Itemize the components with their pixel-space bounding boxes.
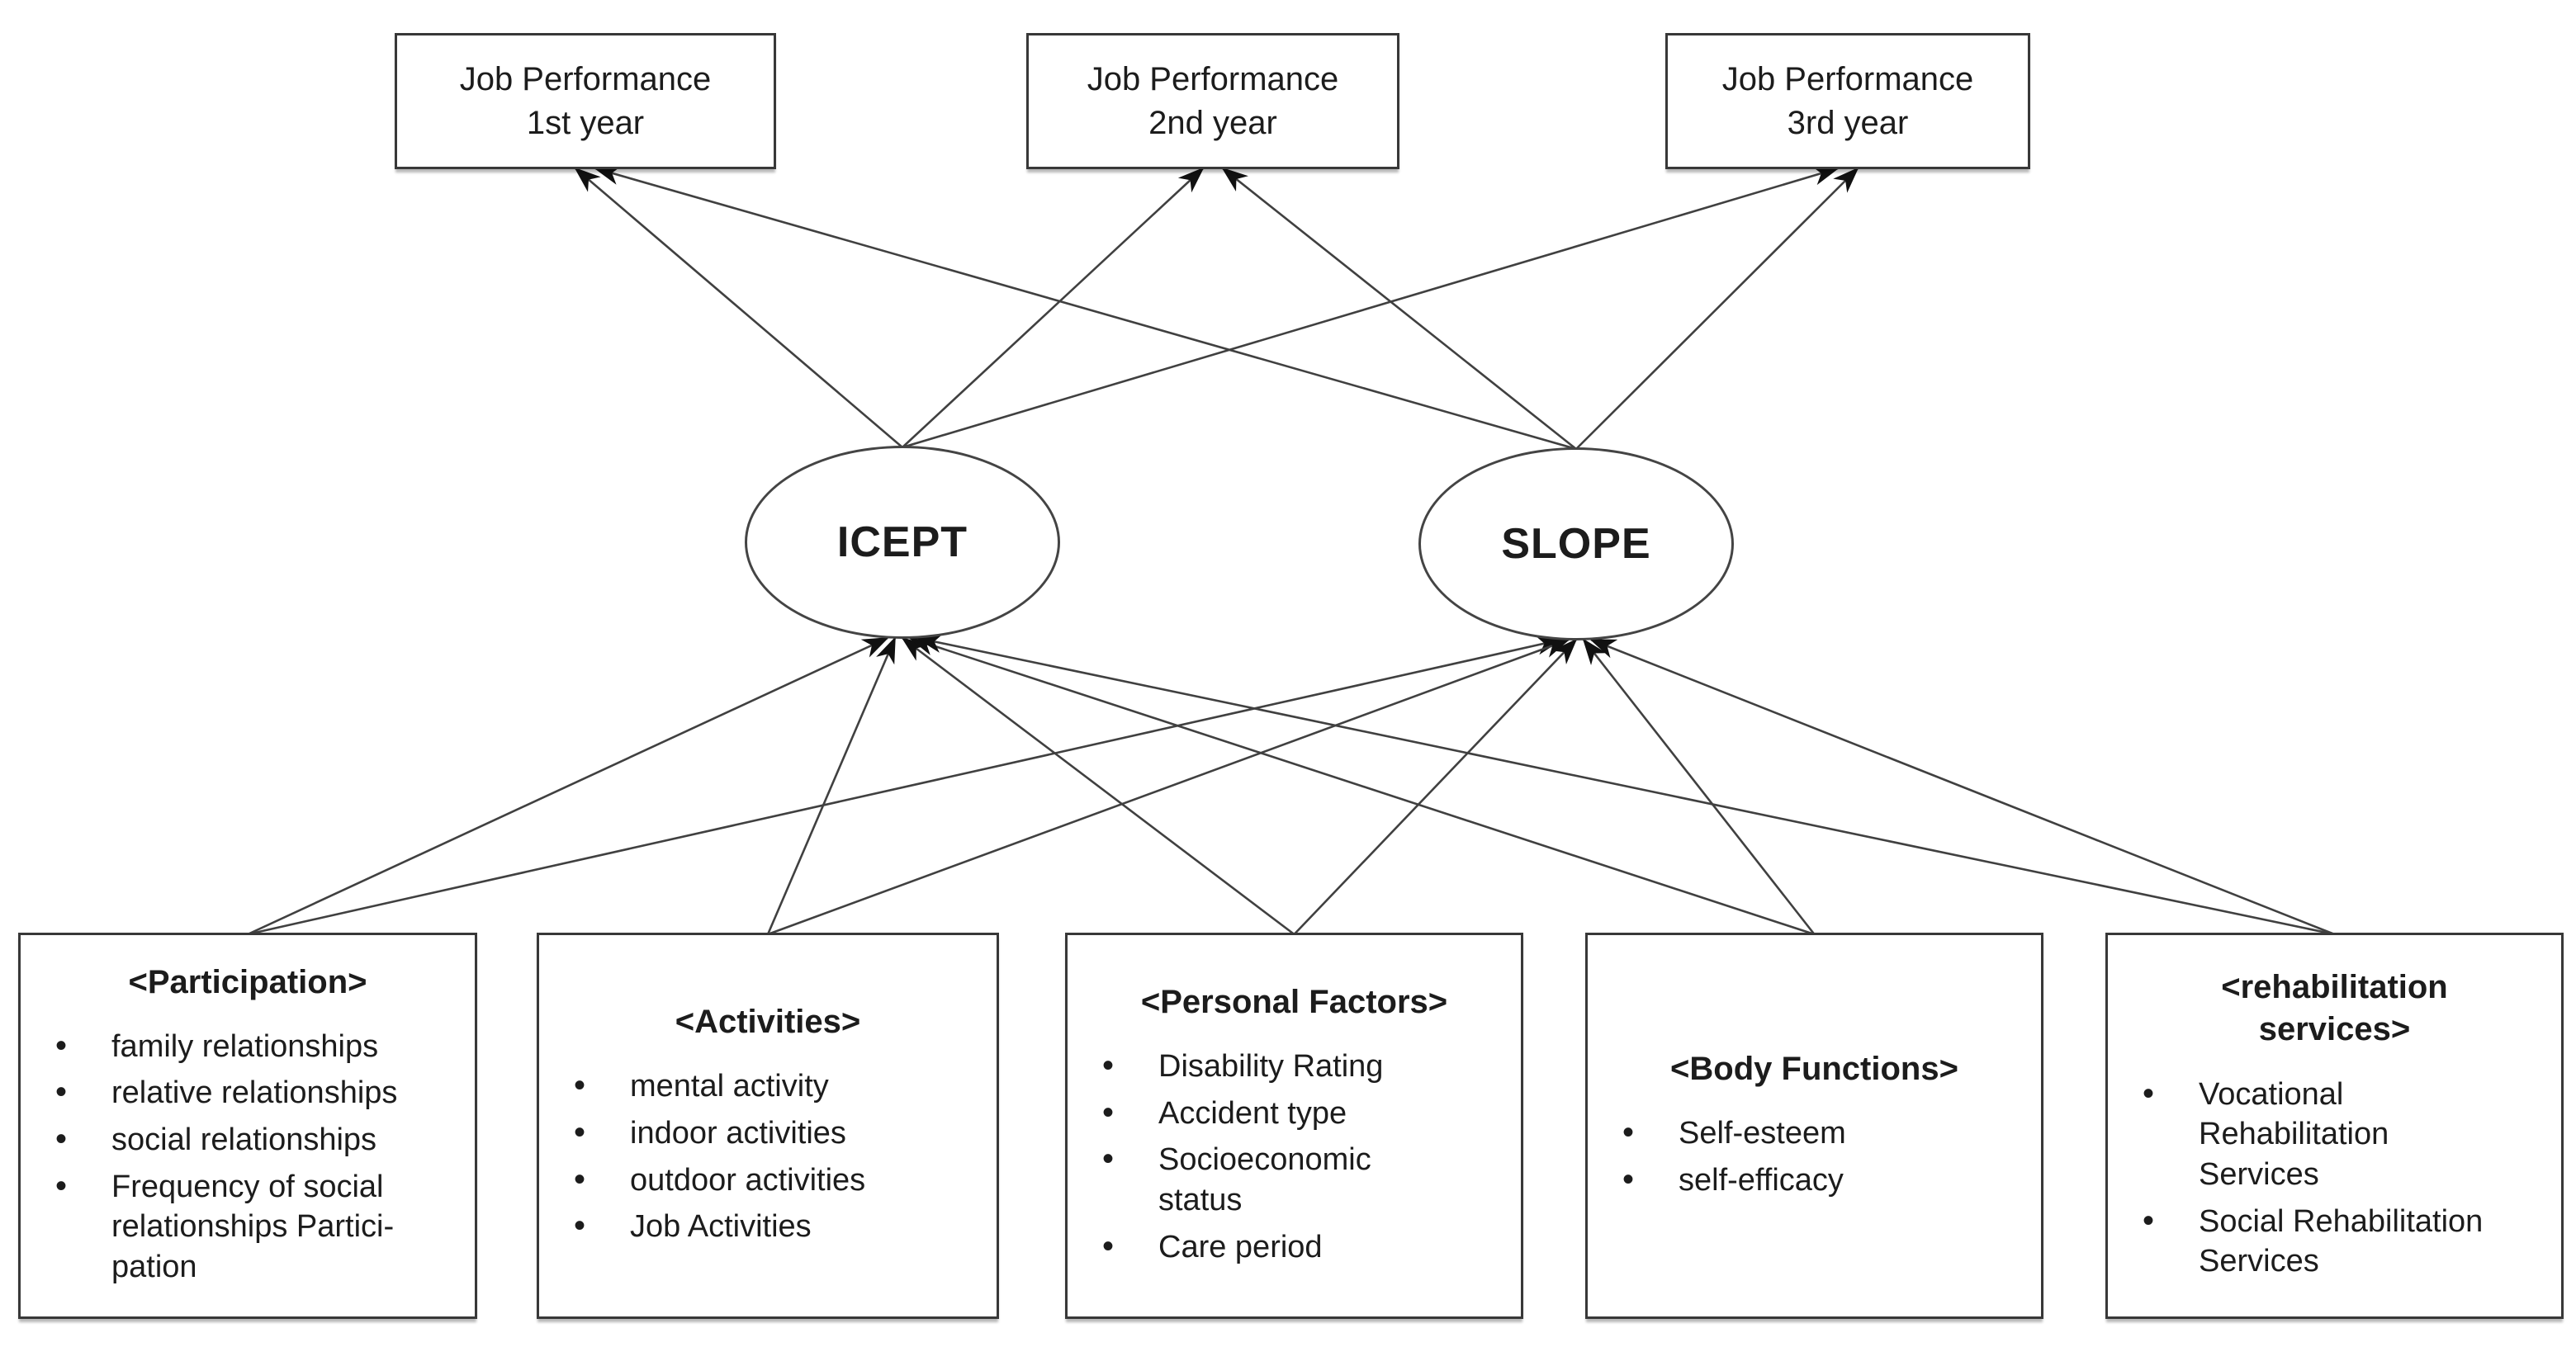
path-arrow bbox=[916, 633, 2335, 936]
list-item: mental activity bbox=[557, 1065, 978, 1107]
predictor-box-rehabilitation-services: <rehabilitation services> Vocational Reh… bbox=[2105, 933, 2564, 1319]
list-item: social relationships bbox=[39, 1118, 457, 1160]
observed-box-label: Job Performance 3rd year bbox=[1721, 60, 1974, 141]
predictor-box-title: <Participation> bbox=[128, 963, 367, 1000]
observed-box-job-performance-3rd-year: Job Performance 3rd year bbox=[1665, 33, 2030, 169]
list-item: Care period bbox=[1086, 1226, 1503, 1268]
predictor-item-list: mental activity indoor activities outdoor … bbox=[557, 1060, 978, 1254]
predictor-box-title: <Body Functions> bbox=[1670, 1050, 1958, 1087]
predictor-box-participation: <Participation> family relationshipsrela… bbox=[18, 933, 477, 1319]
path-arrow bbox=[902, 167, 1205, 448]
list-item: Accident type bbox=[1086, 1092, 1503, 1134]
list-item: relative relationships bbox=[39, 1071, 457, 1113]
path-arrow bbox=[1575, 167, 1859, 450]
predictor-item-list: family relationshipsrelative relationshi… bbox=[39, 1020, 457, 1294]
list-item: Social Rehabilitation Services bbox=[2126, 1199, 2543, 1282]
predictor-item-list: Vocational Rehabilitation ServicesSocial… bbox=[2126, 1068, 2543, 1288]
latent-ellipse-label: ICEPT bbox=[836, 518, 968, 566]
path-arrow bbox=[1589, 638, 2335, 936]
path-arrow bbox=[767, 638, 1570, 936]
path-arrow bbox=[902, 166, 1840, 449]
predictor-box-personal-factors: <Personal Factors> Disability RatingAcci… bbox=[1065, 933, 1523, 1319]
predictor-item-list: Disability RatingAccident typeSocioecono… bbox=[1086, 1040, 1503, 1274]
observed-box-label: Job Performance 1st year bbox=[459, 60, 712, 141]
path-arrow bbox=[247, 635, 1563, 936]
observed-box-label: Job Performance 2nd year bbox=[1087, 60, 1339, 141]
path-arrow bbox=[574, 167, 903, 448]
list-item: Disability Rating bbox=[1086, 1045, 1503, 1087]
path-arrow bbox=[1293, 638, 1578, 935]
path-arrow bbox=[766, 636, 897, 935]
path-arrow bbox=[1221, 167, 1577, 451]
list-item: outdoor activities bbox=[557, 1159, 978, 1201]
latent-ellipse-icept: ICEPT bbox=[745, 446, 1060, 639]
predictor-box-title: <Personal Factors> bbox=[1140, 983, 1448, 1020]
latent-ellipse-slope: SLOPE bbox=[1418, 447, 1734, 640]
path-arrow bbox=[901, 636, 1295, 936]
path-arrow bbox=[1582, 638, 1816, 935]
latent-ellipse-label: SLOPE bbox=[1501, 520, 1651, 568]
list-item: family relationships bbox=[39, 1025, 457, 1067]
predictor-item-list: Self-esteem self-efficacy bbox=[1606, 1107, 2023, 1207]
predictor-box-activities: <Activities> mental activity indoor activ… bbox=[537, 933, 999, 1319]
predictor-box-body-functions: <Body Functions> Self-esteem self-efficac… bbox=[1585, 933, 2043, 1319]
observed-box-job-performance-1st-year: Job Performance 1st year bbox=[395, 33, 776, 169]
observed-box-job-performance-2nd-year: Job Performance 2nd year bbox=[1026, 33, 1399, 169]
path-arrow bbox=[908, 636, 1815, 936]
list-item: self-efficacy bbox=[1606, 1159, 2023, 1201]
path-arrow bbox=[247, 636, 889, 936]
list-item: Frequency of social relationships Partic… bbox=[39, 1165, 457, 1288]
list-item: Self-esteem bbox=[1606, 1112, 2023, 1154]
list-item: Vocational Rehabilitation Services bbox=[2126, 1073, 2543, 1195]
path-arrow bbox=[594, 165, 1577, 451]
list-item: indoor activities bbox=[557, 1112, 978, 1154]
list-item: Job Activities bbox=[557, 1205, 978, 1247]
predictor-box-title: <Activities> bbox=[675, 1004, 861, 1041]
list-item: Socioeconomic status bbox=[1086, 1138, 1503, 1220]
predictor-box-title: <rehabilitation services> bbox=[2221, 969, 2448, 1048]
